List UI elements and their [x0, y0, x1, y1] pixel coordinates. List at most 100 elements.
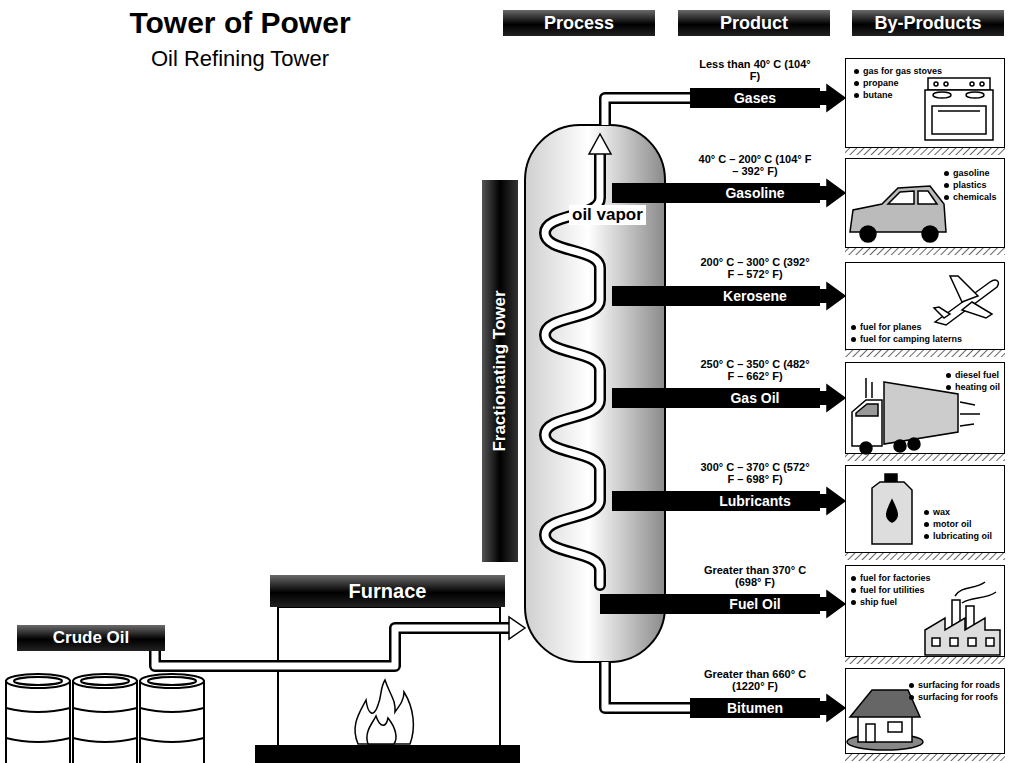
by-product-box: diesel fuelheating oil [845, 362, 1005, 454]
source-label: Crude Oil [17, 625, 165, 651]
product-name: Lubricants [719, 493, 791, 509]
by-product-text: lubricating oil [933, 530, 992, 542]
label-text: Crude Oil [53, 628, 130, 648]
product-arrow: 250° C – 350° C (482° F – 662° F)Gas Oil [680, 356, 830, 408]
bullet-dot [924, 510, 929, 515]
by-product-text: propane [863, 77, 899, 89]
bullet-list: fuel for factoriesfuel for utilitiesship… [851, 572, 931, 608]
by-product-text: butane [863, 89, 893, 101]
product-name: Kerosene [723, 288, 787, 304]
product-band: Kerosene [690, 286, 820, 306]
flow-arrow [820, 695, 845, 721]
tower-outlets [600, 183, 667, 614]
bullet-list: gasolineplasticschemicals [944, 167, 997, 203]
tower-label: Fractionating Tower [482, 180, 518, 562]
product-arrow: Greater than 660° C (1220° F) Bitumen [680, 666, 830, 718]
arrowhead [827, 283, 845, 309]
bullet-item: motor oil [924, 518, 992, 530]
bullet-dot [909, 695, 914, 700]
bullet-item: fuel for factories [851, 572, 931, 584]
bullet-item: gasoline [944, 167, 997, 179]
flow-arrow [665, 501, 690, 502]
bullet-item: wax [924, 506, 992, 518]
arrowhead [827, 385, 845, 411]
by-product-box: fuel for planesfuel for camping laterns [845, 262, 1005, 350]
arrowhead [827, 591, 845, 617]
plane-icon [934, 276, 998, 325]
by-product-text: fuel for camping laterns [860, 333, 962, 345]
fractionating-tower: oil vapor [525, 125, 665, 662]
product-name: Fuel Oil [729, 596, 780, 612]
flow-arrow [665, 193, 690, 194]
bullet-item: butane [854, 89, 942, 101]
product-name: Gas Oil [730, 390, 779, 406]
pipe-connector [605, 98, 690, 125]
flow-arrow [820, 488, 845, 514]
bullet-item: fuel for utilities [851, 584, 931, 596]
flow-arrow [820, 591, 845, 617]
bullet-dot [944, 171, 949, 176]
bullet-dot [851, 588, 856, 593]
by-product-text: surfacing for roads [918, 679, 1000, 691]
bullet-dot [946, 373, 951, 378]
temperature-range: 40° C – 200° C (104° F – 392° F) [696, 153, 814, 177]
bullet-dot [909, 683, 914, 688]
bullet-dot [854, 69, 859, 74]
bullet-dot [851, 337, 856, 342]
bullet-list: fuel for planesfuel for camping laterns [851, 321, 962, 345]
by-product-text: surfacing for roofs [918, 691, 998, 703]
bullet-list: gas for gas stovespropanebutane [854, 65, 942, 101]
header-bar: By-Products [852, 10, 1004, 36]
car-icon [850, 186, 946, 242]
temperature-range: Less than 40° C (104° F) [696, 58, 814, 82]
by-product-text: plastics [953, 179, 987, 191]
bullet-dot [851, 325, 856, 330]
label-text: By-Products [874, 13, 981, 34]
product-band: Fuel Oil [690, 594, 820, 614]
bullet-dot [944, 183, 949, 188]
temperature-range: Greater than 370° C (698° F) [696, 564, 814, 588]
flow-arrow [820, 85, 845, 111]
product-arrow: 40° C – 200° C (104° F – 392° F) Gasoline [680, 151, 830, 203]
stove-icon [925, 78, 993, 140]
by-product-text: fuel for factories [860, 572, 931, 584]
furnace-label: Furnace [270, 575, 505, 607]
box-shadow-hatch [845, 148, 1005, 761]
by-product-text: heating oil [955, 381, 1000, 393]
temperature-range: Greater than 660° C (1220° F) [696, 668, 814, 692]
bullet-dot [854, 93, 859, 98]
by-product-box: gas for gas stovespropanebutane [845, 58, 1005, 148]
fire [355, 680, 413, 744]
bullet-item: surfacing for roads [909, 679, 1000, 691]
house-icon [847, 690, 923, 750]
arrowhead [827, 488, 845, 514]
label-text: Furnace [349, 580, 427, 603]
bullet-item: heating oil [946, 381, 1000, 393]
bullet-item: lubricating oil [924, 530, 992, 542]
oil-barrels [6, 674, 204, 763]
factory-icon [925, 582, 1000, 655]
bullet-dot [854, 81, 859, 86]
product-name: Bitumen [727, 700, 783, 716]
by-product-box: fuel for factoriesfuel for utilitiesship… [845, 565, 1005, 657]
product-band: Bitumen [690, 698, 820, 718]
vapor-label: oil vapor [569, 205, 646, 225]
by-product-text: diesel fuel [955, 369, 999, 381]
flow-arrow [665, 398, 690, 399]
bullet-item: propane [854, 77, 942, 89]
arrowhead [509, 617, 525, 639]
product-band: Gases [690, 88, 820, 108]
bullet-dot [924, 522, 929, 527]
arrowhead [827, 695, 845, 721]
by-product-text: motor oil [933, 518, 972, 530]
arrowhead [827, 85, 845, 111]
by-product-text: gasoline [953, 167, 990, 179]
bullet-list: surfacing for roadssurfacing for roofs [909, 679, 1000, 703]
arrowhead [827, 180, 845, 206]
bullet-dot [851, 600, 856, 605]
by-product-text: ship fuel [860, 596, 897, 608]
flow-arrow [665, 604, 690, 605]
product-band: Gasoline [690, 183, 820, 203]
bullet-item: ship fuel [851, 596, 931, 608]
